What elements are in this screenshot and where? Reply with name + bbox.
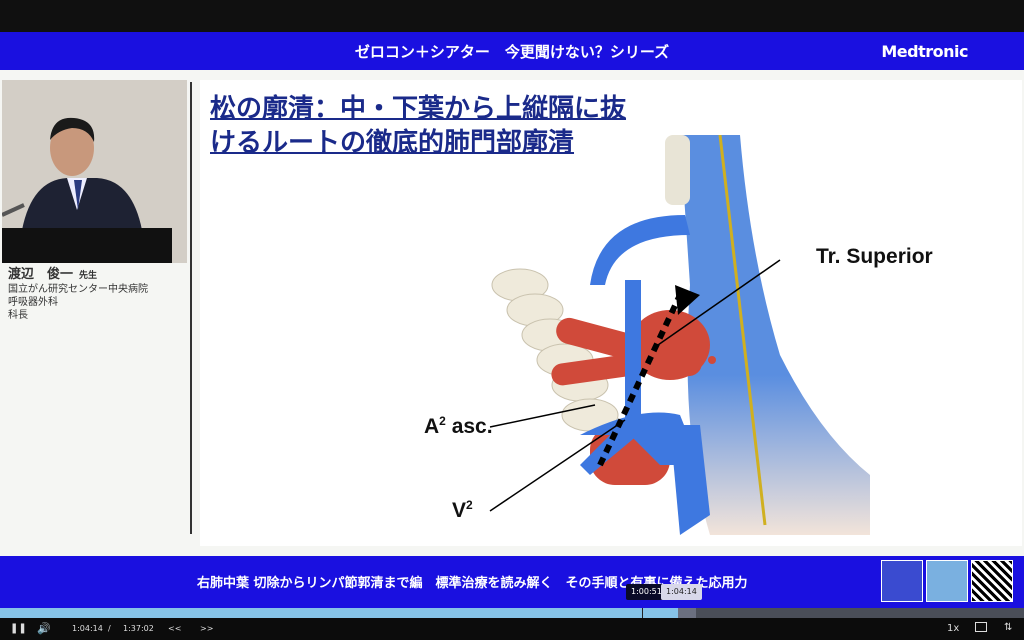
hover-time-tooltip: 1:00:51 (626, 584, 667, 600)
volume-icon[interactable]: 🔊 (37, 622, 51, 635)
series-title: ゼロコン＋シアター 今更聞けない？シリーズ (354, 43, 670, 61)
duration: 1:37:02 (123, 624, 154, 633)
anatomy-illustration (489, 135, 870, 535)
seek-bar-buffered (677, 608, 696, 618)
seek-bar[interactable] (0, 608, 1024, 618)
label-tr-superior: Tr. Superior (816, 245, 933, 268)
speaker-department: 呼吸器外科 (8, 297, 58, 308)
video-stage: 渡辺 俊一先生 国立がん研究センター中央病院 呼吸器外科 科長 松の廓清：中・下… (0, 70, 1024, 556)
divider (190, 82, 192, 534)
label-a2-asc: A2 asc. (424, 414, 493, 438)
devices-image (926, 560, 968, 602)
seek-bar-played (0, 608, 678, 618)
exit-fullscreen-icon[interactable]: ⇅ (1004, 622, 1013, 633)
label-v2: V2 (452, 498, 473, 522)
rewind-button[interactable]: << (168, 624, 182, 633)
picture-in-picture-icon[interactable] (975, 622, 987, 632)
time-separator: / (108, 624, 111, 633)
speaker-position: 科長 (8, 310, 28, 321)
playback-speed-button[interactable]: 1x (947, 623, 960, 634)
brand-logo: Medtronic (881, 42, 968, 61)
episode-title: 右肺中葉 切除からリンパ節郭清まで編 標準治療を読み解く その手順と有事に備えた… (197, 576, 748, 591)
seek-hover-marker (642, 608, 643, 618)
pause-button[interactable]: ❚❚ (10, 623, 27, 634)
current-time-tooltip: 1:04:14 (661, 584, 702, 600)
forward-button[interactable]: >> (200, 624, 214, 633)
speaker-info: 渡辺 俊一先生 国立がん研究センター中央病院 呼吸器外科 科長 (8, 268, 148, 322)
video-header: ゼロコン＋シアター 今更聞けない？シリーズ Medtronic (0, 32, 1024, 70)
slide-title: 松の廓清：中・下葉から上縦隔に抜けるルートの徹底的肺門部廓清 (210, 94, 627, 158)
speaker-affiliation: 国立がん研究センター中央病院 (8, 284, 148, 295)
current-time: 1:04:14 (72, 624, 103, 633)
top-bar (0, 0, 1024, 32)
speaker-honorific: 先生 (79, 271, 98, 281)
zero-complications-logo (881, 560, 923, 602)
player-controls: ❚❚ 🔊 1:04:14 / 1:37:02 << >> 1x ⇅ (0, 618, 1024, 640)
speaker-name: 渡辺 俊一 (8, 267, 74, 282)
speaker-video (2, 80, 187, 263)
qr-code[interactable] (971, 560, 1013, 602)
video-footer: 右肺中葉 切除からリンパ節郭清まで編 標準治療を読み解く その手順と有事に備えた… (0, 556, 1024, 608)
slide: 松の廓清：中・下葉から上縦隔に抜けるルートの徹底的肺門部廓清 Tr. Super… (200, 80, 1022, 546)
